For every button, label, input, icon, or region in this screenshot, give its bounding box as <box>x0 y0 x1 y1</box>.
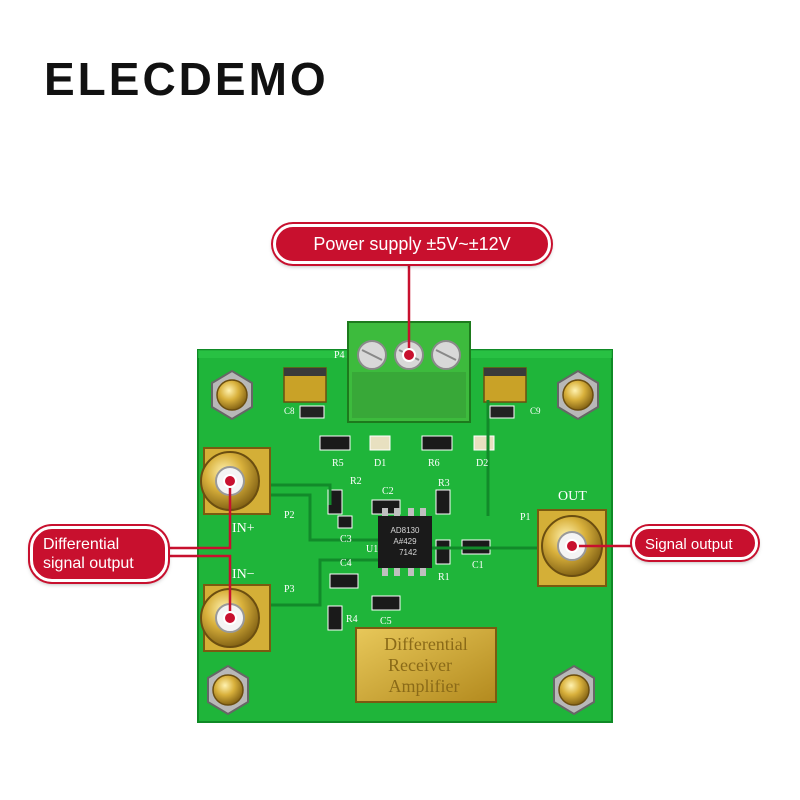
chip-marking-3: 7142 <box>399 548 417 557</box>
label-out: OUT <box>558 489 587 504</box>
label-r3: R3 <box>438 478 450 489</box>
label-c4: C4 <box>340 558 352 569</box>
brand-title: ELECDEMO <box>44 53 329 105</box>
differential-signal-callout: Differential signal output <box>30 526 168 582</box>
power-callout-dot <box>402 348 416 362</box>
standoff-bottom-right <box>553 664 595 716</box>
label-r6: R6 <box>428 458 440 469</box>
product-plate: Differential Receiver Amplifier <box>355 627 497 703</box>
label-d1: D1 <box>374 458 386 469</box>
label-in-plus: IN+ <box>232 521 255 536</box>
plate-line-3: Amplifier <box>389 676 460 696</box>
sma-connector-out <box>537 509 607 587</box>
label-r1: R1 <box>438 572 450 583</box>
standoff-top-left <box>211 369 253 421</box>
diff-callout-line-bottom <box>168 554 232 618</box>
label-p1: P1 <box>520 512 531 523</box>
label-in-minus: IN− <box>232 567 255 582</box>
label-d2: D2 <box>476 458 488 469</box>
terminal-block <box>347 321 471 423</box>
label-c5: C5 <box>380 616 392 627</box>
label-p4: P4 <box>334 350 345 361</box>
label-c8: C8 <box>284 406 295 416</box>
label-p2: P2 <box>284 510 295 521</box>
label-c1: C1 <box>472 560 484 571</box>
in-minus-callout-dot <box>223 611 237 625</box>
in-plus-callout-dot <box>223 474 237 488</box>
differential-callout-line-2: signal output <box>43 555 134 572</box>
ic-u1: AD8130 A#429 7142 <box>378 508 432 576</box>
standoff-bottom-left <box>207 664 249 716</box>
label-r5: R5 <box>332 458 344 469</box>
label-u1: U1 <box>366 544 378 555</box>
chip-marking-2: A#429 <box>393 537 417 546</box>
standoff-top-right <box>557 369 599 421</box>
signal-callout-dot <box>565 539 579 553</box>
diff-callout-line-top <box>168 481 232 550</box>
signal-output-callout: Signal output <box>632 526 758 560</box>
plate-line-1: Differential <box>384 634 468 654</box>
label-p3: P3 <box>284 584 295 595</box>
label-r4: R4 <box>346 614 358 625</box>
label-c3: C3 <box>340 534 352 545</box>
label-r2: R2 <box>350 476 362 487</box>
differential-callout-line-1: Differential <box>43 536 120 553</box>
power-supply-callout: Power supply ±5V~±12V <box>273 224 551 264</box>
chip-marking-1: AD8130 <box>391 526 420 535</box>
label-c2: C2 <box>382 486 394 497</box>
label-c9: C9 <box>530 406 541 416</box>
plate-line-2: Receiver <box>388 655 452 675</box>
